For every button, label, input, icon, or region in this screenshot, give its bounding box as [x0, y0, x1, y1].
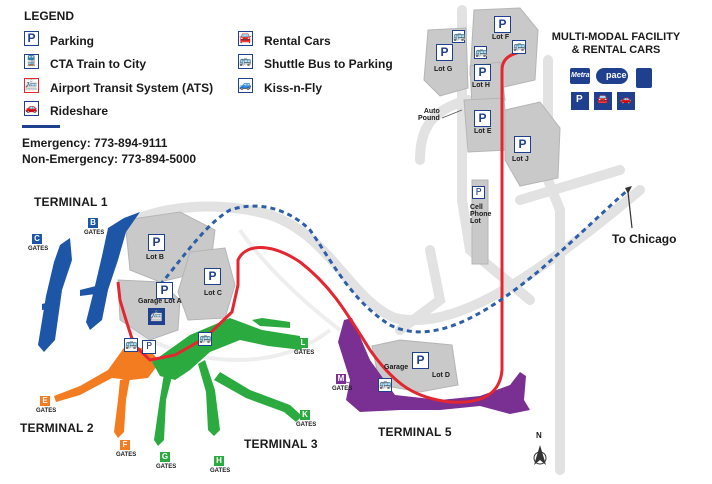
shuttle-bus-t3-icon: 🚌 — [198, 332, 212, 346]
kiss-n-fly-icon: 🚙 — [238, 78, 253, 93]
gate-l-sub: GATES — [294, 350, 315, 356]
gate-f-sub: GATES — [116, 452, 137, 458]
north-arrow — [533, 445, 547, 465]
multimodal-title-2: & RENTAL CARS — [571, 44, 661, 56]
lot-g-label: Lot G — [434, 66, 453, 73]
lot-f-parking-icon: P — [494, 16, 511, 33]
terminal-5-label: TERMINAL 5 — [378, 425, 452, 439]
gate-k-sub: GATES — [296, 422, 317, 428]
garage-lot-a-label: Garage Lot A — [138, 298, 182, 305]
gate-b-badge: B — [88, 218, 98, 228]
rideshare-icon: 🚗 — [24, 101, 39, 116]
terminal-2-concourses — [54, 345, 160, 438]
legend-parking-label: Parking — [50, 34, 95, 48]
gate-b-sub: GATES — [84, 230, 105, 236]
north-label: N — [536, 431, 542, 440]
pace-logo: pace — [606, 70, 627, 80]
legend-rental-label: Rental Cars — [264, 34, 331, 48]
lot-h-parking-icon: P — [474, 64, 491, 81]
cell-phone-lot-label: Cell Phone Lot — [470, 204, 492, 225]
cta-train-icon: 🚆 — [24, 54, 39, 69]
lot-c-parking-icon: P — [204, 268, 221, 285]
lot-e-label: Lot E — [474, 128, 492, 135]
legend-ats-label: Airport Transit System (ATS) — [50, 81, 214, 95]
shuttle-bus-t1-icon: 🚌 — [124, 338, 138, 352]
lot-b-parking-icon: P — [148, 234, 165, 251]
multimodal-icons — [570, 68, 652, 110]
lot-d-parking-icon: P — [412, 352, 429, 369]
shuttle-bus-t5-icon: 🚌 — [378, 378, 392, 392]
emergency-number: Emergency: 773-894-9111 — [22, 136, 168, 150]
garage-lot-a-parking-icon: P — [156, 282, 173, 299]
garage-label: Garage — [384, 364, 409, 371]
legend-divider — [22, 125, 60, 128]
multimodal-rental-icon: 🚘 — [597, 95, 609, 105]
gate-f-badge: F — [120, 440, 130, 450]
rental-car-icon: 🚘 — [238, 31, 253, 46]
parking-icon: P — [24, 31, 39, 46]
lot-g-parking-icon: P — [436, 44, 453, 61]
shuttle-bus-lot-g-icon: 🚌 — [452, 30, 466, 43]
multimodal-bus-icon: 🚌 — [512, 40, 526, 54]
multimodal-title-1: MULTI-MODAL FACILITY — [551, 31, 681, 43]
legend-title: LEGEND — [24, 9, 75, 23]
legend-shuttle-label: Shuttle Bus to Parking — [264, 57, 393, 71]
terminal-2-label: TERMINAL 2 — [20, 421, 94, 435]
lot-b-label: Lot B — [146, 254, 164, 261]
lot-j-parking-icon: P — [514, 136, 531, 153]
non-emergency-number: Non-Emergency: 773-894-5000 — [22, 152, 197, 166]
gate-c-sub: GATES — [28, 246, 49, 252]
gate-h-badge: H — [214, 456, 224, 466]
multimodal-parking-icon: P — [576, 94, 583, 105]
cell-phone-lot-area — [471, 179, 489, 265]
gate-k-badge: K — [300, 410, 310, 420]
ats-station-t1-icon: 🚈 — [148, 308, 165, 325]
lot-f-label: Lot F — [492, 34, 510, 41]
gate-g-badge: G — [160, 452, 170, 462]
ats-line — [116, 50, 521, 404]
ats-train-icon: 🚈 — [24, 78, 39, 93]
legend-cta-label: CTA Train to City — [50, 57, 146, 71]
gate-e-badge: E — [40, 396, 50, 406]
lot-j-area — [504, 101, 561, 187]
legend-kiss-label: Kiss-n-Fly — [264, 81, 323, 95]
lot-j-label: Lot J — [512, 156, 529, 163]
auto-pound-label: Auto Pound — [418, 108, 440, 122]
gate-m-sub: GATES — [332, 386, 353, 392]
gate-e-sub: GATES — [36, 408, 57, 414]
lot-e-parking-icon: P — [474, 110, 491, 127]
terminal-3-label: TERMINAL 3 — [244, 437, 318, 451]
lot-g-area — [423, 27, 469, 97]
gate-g-sub: GATES — [156, 464, 177, 470]
terminal-1-label: TERMINAL 1 — [34, 195, 108, 209]
shuttle-bus-icon: 🚌 — [238, 54, 253, 69]
gate-m-badge: M — [336, 374, 346, 384]
concourse-b — [86, 212, 140, 330]
multimodal-rideshare-icon: 🚗 — [620, 95, 632, 105]
metra-logo: Metra — [571, 72, 590, 79]
roadways-minor — [129, 228, 342, 362]
gate-h-sub: GATES — [210, 468, 231, 474]
lot-d-label: Lot D — [432, 372, 450, 379]
lot-c-label: Lot C — [204, 290, 222, 297]
to-chicago-arrow — [625, 186, 633, 229]
to-chicago-label: To Chicago — [612, 232, 677, 246]
cell-phone-lot-parking-icon: P — [472, 186, 485, 199]
terminal-1-concourses — [38, 212, 140, 352]
gate-c-badge: C — [32, 234, 42, 244]
parking-t2-icon: P — [142, 340, 156, 354]
auto-pound-leader — [441, 109, 463, 119]
terminal-3-concourses — [152, 318, 302, 446]
lot-h-label: Lot H — [472, 82, 490, 89]
gate-l-badge: L — [298, 338, 308, 348]
legend-rideshare-label: Rideshare — [50, 104, 109, 118]
shuttle-bus-lot-h-icon: 🚌 — [474, 46, 488, 59]
concourse-c — [38, 238, 72, 352]
